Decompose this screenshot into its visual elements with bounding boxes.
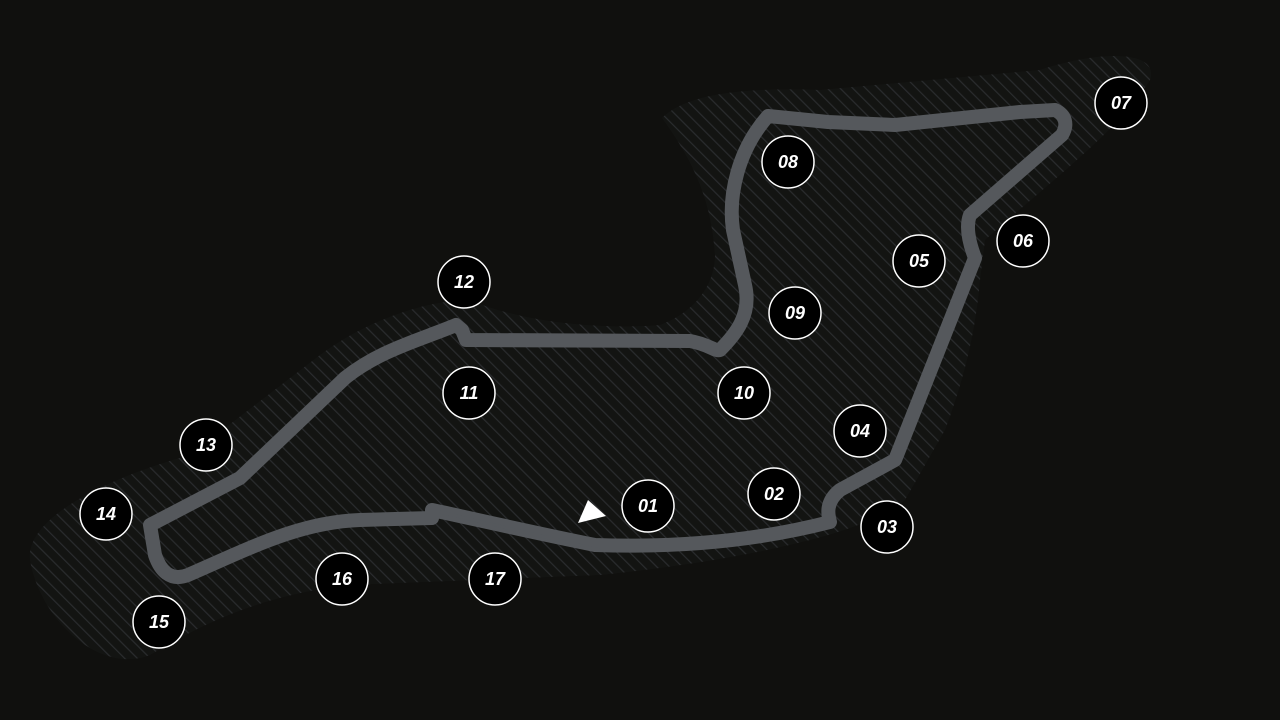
turn-number: 02 — [764, 484, 784, 504]
pit-lane — [439, 510, 601, 552]
turn-marker-05: 05 — [892, 234, 946, 288]
turn-marker-07: 07 — [1094, 76, 1148, 130]
turn-marker-10: 10 — [717, 366, 771, 420]
turn-marker-11: 11 — [442, 366, 496, 420]
turn-number: 08 — [778, 152, 798, 172]
turn-number: 05 — [909, 251, 930, 271]
turn-number: 14 — [96, 504, 116, 524]
turn-marker-16: 16 — [315, 552, 369, 606]
turn-number: 04 — [850, 421, 870, 441]
turn-number: 07 — [1111, 93, 1132, 113]
turn-number: 09 — [785, 303, 805, 323]
turn-marker-06: 06 — [996, 214, 1050, 268]
turn-number: 06 — [1013, 231, 1034, 251]
turn-number: 11 — [460, 383, 479, 403]
start-direction-arrow-icon — [578, 500, 606, 523]
turn-number: 01 — [638, 496, 658, 516]
circuit-track — [143, 103, 1073, 584]
turn-marker-02: 02 — [747, 467, 801, 521]
turn-marker-12: 12 — [437, 255, 491, 309]
turn-number: 17 — [485, 569, 506, 589]
turn-number: 10 — [734, 383, 754, 403]
turn-marker-08: 08 — [761, 135, 815, 189]
turn-number: 16 — [332, 569, 353, 589]
turn-marker-01: 01 — [621, 479, 675, 533]
turn-marker-17: 17 — [468, 552, 522, 606]
turn-marker-15: 15 — [132, 595, 186, 649]
turn-number: 13 — [196, 435, 216, 455]
turn-marker-03: 03 — [860, 500, 914, 554]
turn-number: 15 — [149, 612, 170, 632]
turn-marker-09: 09 — [768, 286, 822, 340]
turn-marker-14: 14 — [79, 487, 133, 541]
turn-marker-04: 04 — [833, 404, 887, 458]
turn-marker-13: 13 — [179, 418, 233, 472]
turn-number: 12 — [454, 272, 474, 292]
turn-number: 03 — [877, 517, 897, 537]
